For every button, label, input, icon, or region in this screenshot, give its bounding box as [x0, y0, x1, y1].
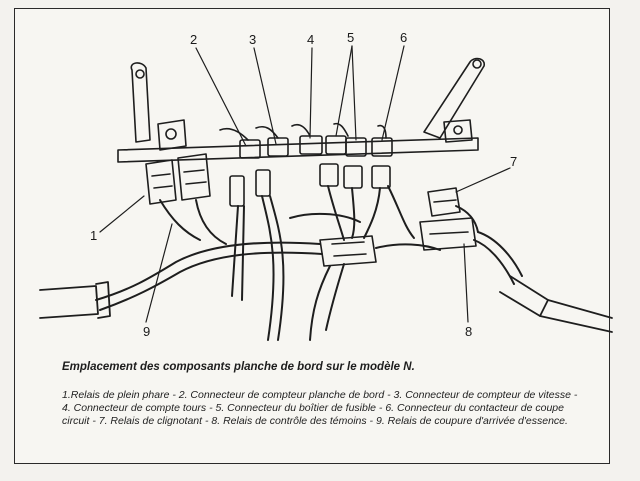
handlebars [39, 275, 613, 333]
callout-3: 3 [249, 32, 256, 47]
callout-4: 4 [307, 32, 314, 47]
relay-7-shape [427, 187, 461, 217]
callout-6: 6 [400, 30, 407, 45]
left-clamp [157, 119, 187, 151]
callout-7: 7 [510, 154, 517, 169]
relay-9-shape [177, 153, 211, 201]
right-clamp [443, 119, 473, 143]
junction-block [319, 235, 377, 267]
callout-9: 9 [143, 324, 150, 339]
harness [95, 185, 523, 341]
relay-1-shape [145, 159, 177, 205]
caption-title: Emplacement des composants planche de bo… [62, 361, 415, 373]
leader-lines [99, 45, 511, 323]
left-bracket [130, 62, 151, 143]
relay-8-shape [419, 217, 477, 251]
callout-8: 8 [465, 324, 472, 339]
callout-1: 1 [90, 228, 97, 243]
callout-2: 2 [190, 32, 197, 47]
frame-rail [117, 137, 479, 163]
callout-5: 5 [347, 30, 354, 45]
right-bracket [423, 57, 485, 139]
caption-body: 1.Relais de plein phare - 2. Connecteur … [62, 389, 578, 427]
top-connectors [219, 122, 393, 159]
hanging-connectors [229, 163, 391, 207]
figure-frame [14, 8, 610, 464]
